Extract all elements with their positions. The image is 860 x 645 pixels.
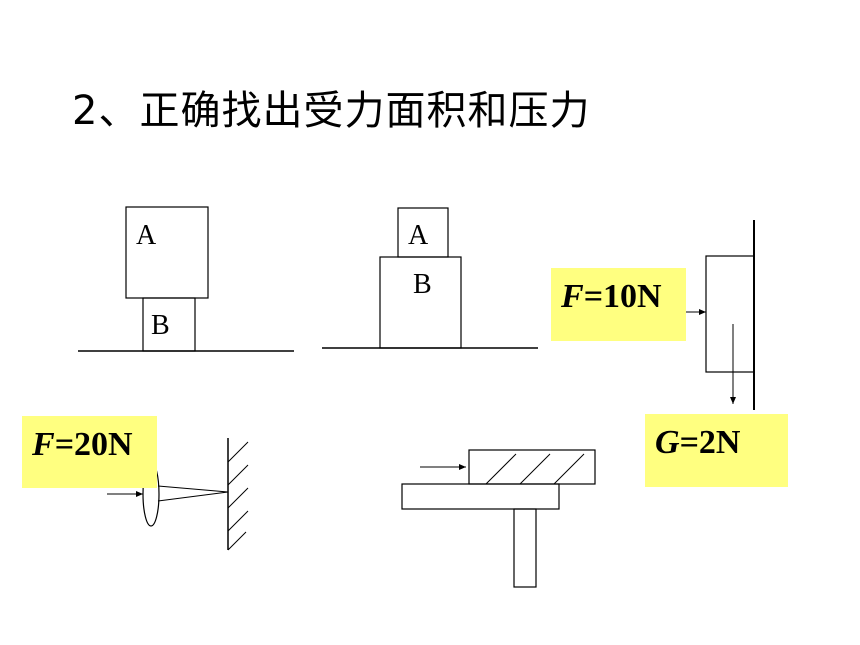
figure-1-label-a: A (136, 220, 157, 251)
figure-2-label-b: B (413, 269, 432, 300)
figure-5-block-on-table (401, 449, 596, 588)
figure-5-table-top (401, 483, 560, 510)
figure-4-pin-spike (157, 485, 229, 502)
force-symbol: F (32, 426, 55, 463)
figure-1-label-b: B (151, 310, 170, 341)
figure-2-block-a (397, 207, 449, 258)
figure-4-wall-hatching (227, 441, 249, 551)
force-value: =20N (54, 426, 133, 463)
figure-5-table-leg (513, 508, 537, 588)
figure-3-block (705, 255, 755, 373)
figure-2-label-a: A (408, 220, 429, 251)
weight-value: =2N (679, 424, 741, 461)
force-value: =10N (583, 278, 662, 315)
figure-5-block (468, 449, 596, 485)
force-symbol: F (561, 278, 584, 315)
figure-1-stacked-blocks (78, 206, 294, 352)
figure-2-stacked-blocks (322, 207, 538, 349)
figure-1-block-a (125, 206, 209, 299)
page-title: 2、正确找出受力面积和压力 (72, 88, 591, 134)
force-label-20n: F=20N (22, 416, 157, 488)
weight-label-2n: G=2N (645, 414, 788, 487)
weight-symbol: G (655, 424, 680, 461)
force-label-10n: F=10N (551, 268, 686, 341)
figure-5-block-hatching (485, 453, 585, 485)
